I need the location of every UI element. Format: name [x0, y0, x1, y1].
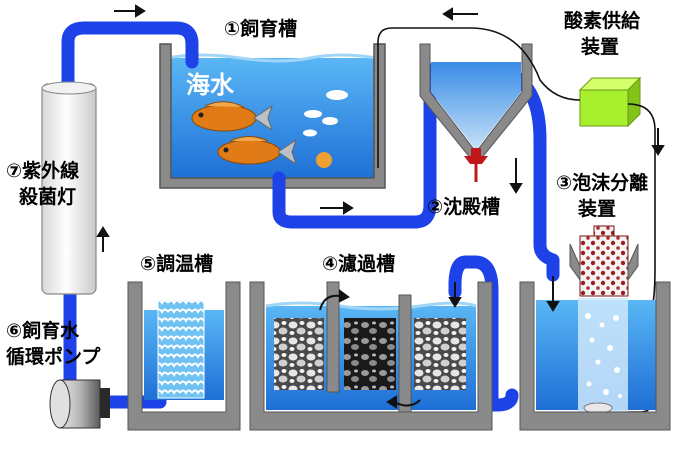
oxygen-supply-box	[578, 76, 642, 128]
pipe-tank1-to-sediment	[272, 63, 437, 229]
circulation-pump	[49, 379, 110, 429]
uv-sterilizer-label-line2: 殺菌灯	[19, 186, 77, 208]
sediment-tank-label: ②沈殿槽	[427, 196, 501, 218]
arrow-top-left-right	[114, 4, 146, 18]
arrow-sediment-down	[509, 158, 523, 194]
air-bubbles	[303, 90, 348, 137]
fish-lower	[217, 136, 297, 166]
foam-separator-tank	[519, 225, 671, 431]
foam-separator-label-line2: 装置	[578, 198, 617, 220]
arrow-sep-down	[546, 276, 560, 312]
temperature-tank	[127, 281, 241, 431]
seawater-label: 海水	[186, 71, 234, 99]
arrow-filter-bottom	[386, 395, 421, 409]
arrow-filter-curve	[319, 289, 350, 311]
filter-tank-label: ④濾過槽	[322, 253, 396, 275]
arrow-top-right-left	[442, 7, 478, 21]
arrow-uv-up	[96, 226, 110, 252]
filter-tank	[249, 281, 493, 431]
arrow-filter-inlet-down	[448, 282, 462, 308]
feed-pellet	[316, 152, 332, 168]
sediment-tank	[419, 43, 533, 182]
temperature-tank-label: ⑤調温槽	[140, 253, 214, 275]
oxygen-supply-label-line2: 装置	[581, 36, 620, 58]
oxygen-supply-label-line1: 酸素供給	[564, 10, 641, 32]
fish-upper	[191, 101, 273, 132]
uv-sterilizer	[41, 81, 97, 295]
pipe-uv-to-tank1	[61, 21, 199, 97]
pump-label-line2: 循環ポンプ	[6, 346, 101, 368]
pipe-foam-to-filter	[448, 255, 519, 412]
rearing-tank-label: ①飼育槽	[224, 18, 298, 40]
foam-separator-label-line1: ③泡沫分離	[556, 172, 649, 194]
uv-sterilizer-label-line1: ⑦紫外線	[6, 160, 80, 182]
arrow-foam-down	[651, 128, 665, 156]
pump-label-line1: ⑥飼育水	[6, 320, 80, 342]
flow-arrows	[96, 4, 665, 409]
arrow-bottom-mid-right	[320, 201, 354, 215]
